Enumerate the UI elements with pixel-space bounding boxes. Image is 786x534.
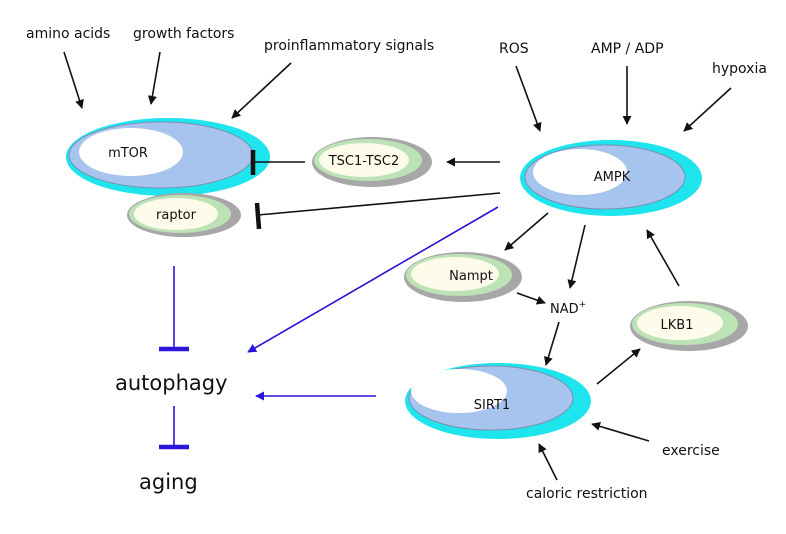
arrow-nampt-to-nad — [516, 292, 546, 305]
aging-label: aging — [139, 470, 198, 494]
arrow-lkb1-to-ampk — [646, 229, 680, 287]
input-amino-acids: amino acids — [26, 26, 110, 42]
ampk-node: AMPK — [520, 140, 702, 216]
arrow-amino-acids-to-mtor — [63, 51, 84, 109]
input-hypoxia: hypoxia — [712, 61, 767, 77]
nampt-node: Nampt — [404, 252, 522, 302]
sirt1-label: SIRT1 — [474, 398, 510, 413]
raptor-label: raptor — [156, 208, 197, 223]
autophagy-label: autophagy — [115, 371, 228, 395]
lkb1-node: LKB1 — [630, 301, 748, 351]
arrow-ros-to-ampk — [515, 65, 542, 132]
input-growth-factors: growth factors — [133, 26, 234, 42]
inhibit-ampk-to-raptor-line — [257, 192, 501, 216]
ampk-label: AMPK — [594, 170, 631, 185]
tsc-label: TSC1-TSC2 — [328, 154, 400, 169]
arrow-nad-to-sirt1 — [544, 321, 560, 366]
arrow-ampk-to-nampt — [504, 212, 549, 251]
nampt-label: Nampt — [449, 269, 493, 284]
sirt1-node: SIRT1 — [405, 363, 591, 439]
arrow-proinflammatory-to-mtor — [231, 62, 292, 119]
nad-superscript: + — [579, 300, 587, 310]
arrow-ampk-to-nad — [567, 224, 586, 289]
tsc-node: TSC1-TSC2 — [312, 137, 432, 187]
input-proinflammatory-signals: proinflammatory signals — [264, 38, 434, 54]
mtor-node: mTOR — [66, 118, 270, 196]
input-amp-adp: AMP / ADP — [591, 41, 664, 57]
arrow-hypoxia-to-ampk — [683, 87, 732, 132]
arrow-ampk-to-autophagy — [247, 206, 499, 353]
input-exercise: exercise — [662, 443, 720, 459]
arrow-caloric-restriction-to-sirt1 — [538, 443, 558, 481]
nad-label: NAD+ — [550, 300, 586, 317]
input-caloric-restriction: caloric restriction — [526, 486, 648, 502]
arrow-sirt1-to-lkb1 — [596, 348, 641, 385]
lkb1-label: LKB1 — [661, 318, 694, 333]
arrow-growth-factors-to-mtor — [147, 51, 161, 105]
mtor-label: mTOR — [108, 146, 148, 161]
raptor-node: raptor — [127, 193, 241, 237]
inhibit-ampk-to-raptor-bar — [254, 202, 262, 230]
input-ros: ROS — [499, 41, 529, 57]
arrow-exercise-to-sirt1 — [591, 422, 650, 442]
